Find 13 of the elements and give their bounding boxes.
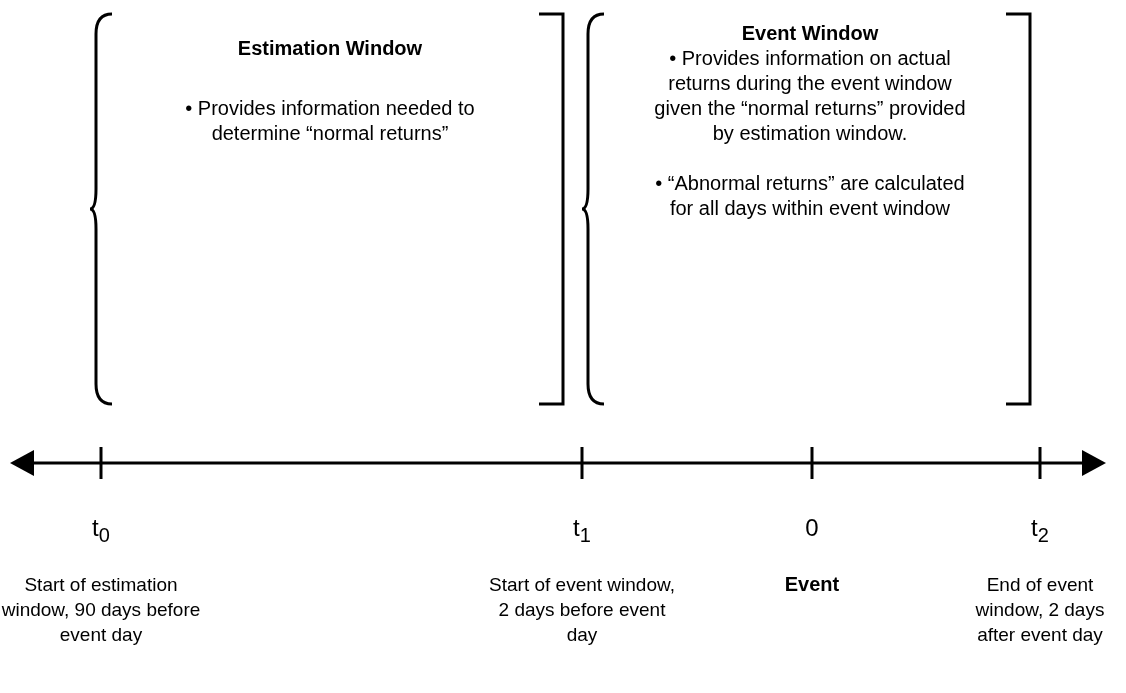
description-text: Start of estimation window, 90 days before event day (1, 573, 201, 647)
time-label: t$_{1}$ (572, 515, 592, 548)
bullet-text: • Provides information on actual returns during the event window given the “normal returns” provided by estimation window. (653, 46, 967, 146)
time-label: t$_{2}$ (1030, 515, 1050, 548)
bullet-text: • “Abnormal returns” are calculated for all days within event window (654, 171, 966, 221)
time-label: 0 (804, 515, 820, 540)
time-label: t$_{0}$ (91, 515, 111, 548)
event-label: Event (783, 572, 841, 597)
description-text: Start of event window, 2 days before event day (488, 573, 676, 647)
bullet-text: • Provides information needed to determine “normal returns” (184, 96, 476, 146)
description-text: End of event window, 2 days after event day (974, 573, 1106, 647)
window-heading: Estimation Window (236, 36, 424, 61)
window-heading: Event Window (740, 21, 880, 46)
